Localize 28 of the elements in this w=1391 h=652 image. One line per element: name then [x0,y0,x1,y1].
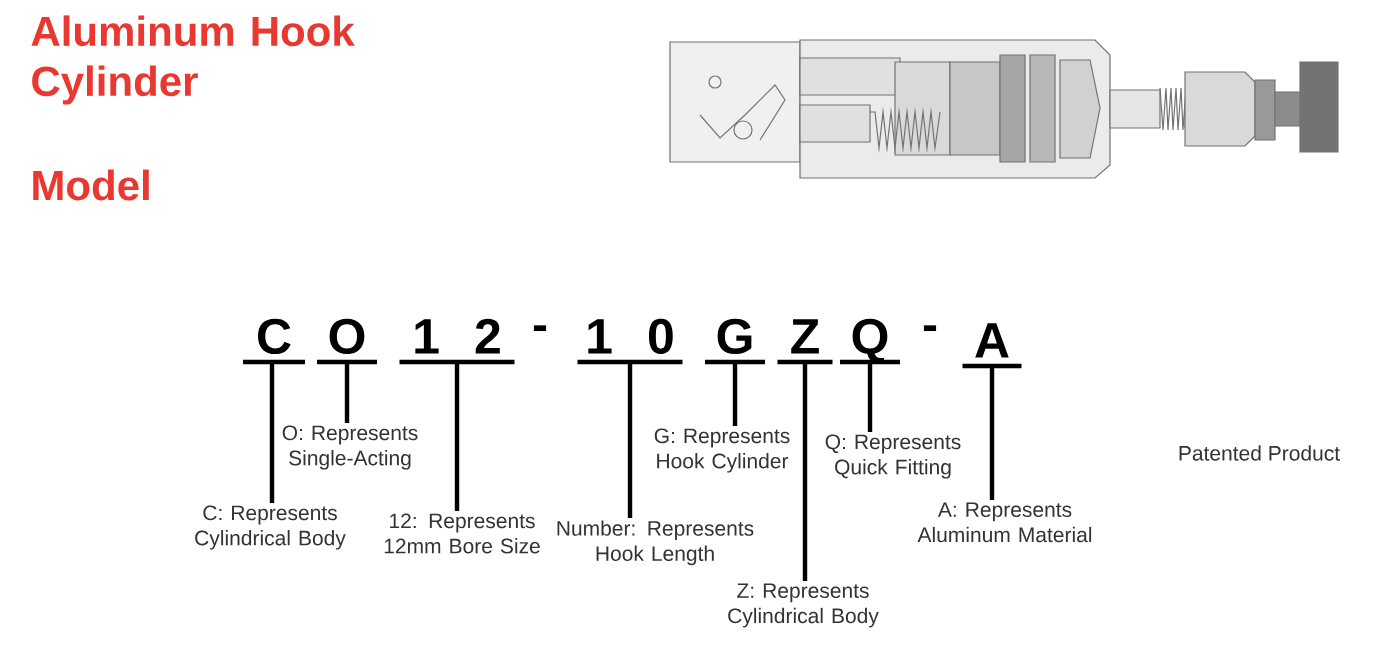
code-letter: 1 2 [399,318,515,365]
description-text: G: Represents Hook Cylinder [654,428,790,473]
connector-line [344,362,350,423]
separator-dash: - [923,325,937,332]
connector-line [989,366,995,500]
connector-line [802,362,808,581]
code-letter: O [317,318,377,365]
code-letter: G [705,318,765,365]
code-letter: C [243,318,305,365]
code-letter: A [962,323,1022,369]
description-text: C: Represents Cylindrical Body [195,505,346,550]
title: Aluminum Hook Cylinder [31,15,355,105]
description-text: Z: Represents Cylindrical Body [728,583,879,628]
code-letter: 1 0 [577,318,683,365]
description-text: O: Represents Single-Acting [282,425,418,470]
connector-line [867,362,873,432]
description-text: A: Represents Aluminum Material [917,502,1092,543]
description-text: Q: Represents Quick Fitting [825,434,961,479]
caption: Patented Product [1179,445,1340,461]
connector-line [454,362,460,511]
description-text: 12: Represents 12mm Bore Size [384,513,540,554]
connector-line [269,362,275,503]
code-letter: Z [777,319,833,365]
description-text: Number: Represents Hook Length [557,520,754,566]
connector-line [732,362,738,426]
subtitle: Model [33,169,149,201]
separator-dash: - [533,325,547,332]
connector-line [627,362,633,518]
